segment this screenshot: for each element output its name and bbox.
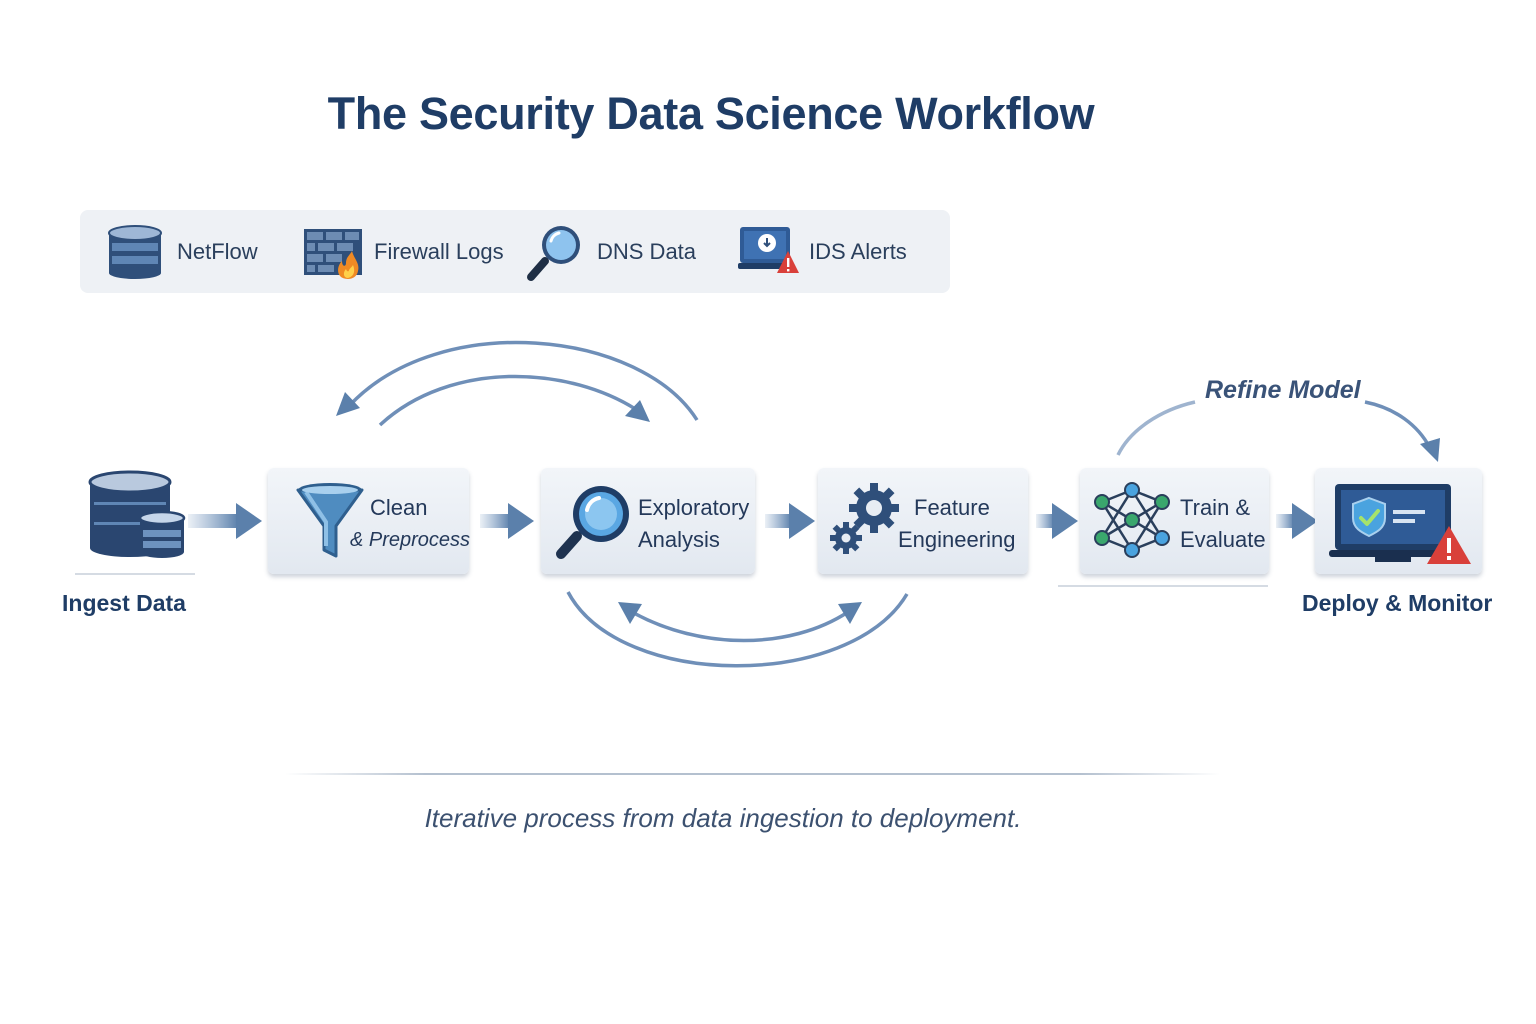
step-label-line1: Feature xyxy=(914,495,990,520)
source-label: IDS Alerts xyxy=(809,238,907,264)
step-arrow-5 xyxy=(1276,503,1318,539)
divider xyxy=(285,773,1220,775)
step-arrow-1 xyxy=(188,503,262,539)
step-label-line2: Engineering xyxy=(898,527,1016,552)
source-label: DNS Data xyxy=(597,238,697,264)
gears-icon xyxy=(830,483,899,554)
step-ingest-label: Ingest Data xyxy=(62,590,186,616)
loop-arrowhead xyxy=(625,400,650,422)
iteration-loop-top xyxy=(348,340,699,427)
ingest-database-icon xyxy=(88,470,186,558)
database-icon xyxy=(108,224,162,279)
refine-model-arc xyxy=(1116,400,1432,456)
magnifier-icon xyxy=(527,225,580,281)
loop-arrowhead xyxy=(336,392,360,416)
step-feature-engineering[interactable]: Feature Engineering xyxy=(818,468,1028,574)
source-dns-data: DNS Data xyxy=(525,210,696,293)
firewall-icon xyxy=(304,228,362,279)
step-train-evaluate[interactable]: Train & Evaluate xyxy=(1080,468,1269,574)
step-label-line1: Train & xyxy=(1180,495,1251,520)
data-sources-panel: NetFlow Firewall Logs DNS Data xyxy=(80,210,950,293)
step-clean-preprocess[interactable]: Clean & Preprocess xyxy=(268,468,471,574)
neural-network-icon xyxy=(1094,482,1170,558)
step-arrow-3 xyxy=(765,503,815,539)
step-label-line2: & Preprocess xyxy=(350,529,471,551)
source-firewall-logs: Firewall Logs xyxy=(302,210,504,293)
step-label-line2: Analysis xyxy=(638,527,720,552)
page-title: The Security Data Science Workflow xyxy=(327,88,1095,139)
step-label-line1: Exploratory xyxy=(638,495,750,520)
refine-model-label: Refine Model xyxy=(1205,376,1361,404)
source-label: Firewall Logs xyxy=(374,238,504,264)
step-arrow-2 xyxy=(480,503,534,539)
loop-arrowhead xyxy=(838,602,862,624)
step-exploratory-analysis[interactable]: Exploratory Analysis xyxy=(541,468,755,574)
step-arrow-4 xyxy=(1036,503,1078,539)
loop-arrowhead xyxy=(1420,438,1440,462)
step-deploy-monitor[interactable] xyxy=(1315,468,1482,574)
source-label: NetFlow xyxy=(177,238,258,264)
source-ids-alerts: IDS Alerts xyxy=(737,210,907,293)
loop-arrowhead xyxy=(618,602,642,624)
secure-monitor-icon xyxy=(1329,484,1471,564)
step-label-line2: Evaluate xyxy=(1180,527,1266,552)
funnel-icon xyxy=(296,483,364,558)
magnifier-icon xyxy=(556,486,629,559)
iteration-loop-bottom xyxy=(566,591,909,668)
step-deploy-label: Deploy & Monitor xyxy=(1302,590,1493,616)
alert-monitor-icon xyxy=(738,226,799,273)
caption: Iterative process from data ingestion to… xyxy=(424,803,1022,833)
source-netflow: NetFlow xyxy=(105,210,258,293)
step-label-line1: Clean xyxy=(370,495,428,520)
